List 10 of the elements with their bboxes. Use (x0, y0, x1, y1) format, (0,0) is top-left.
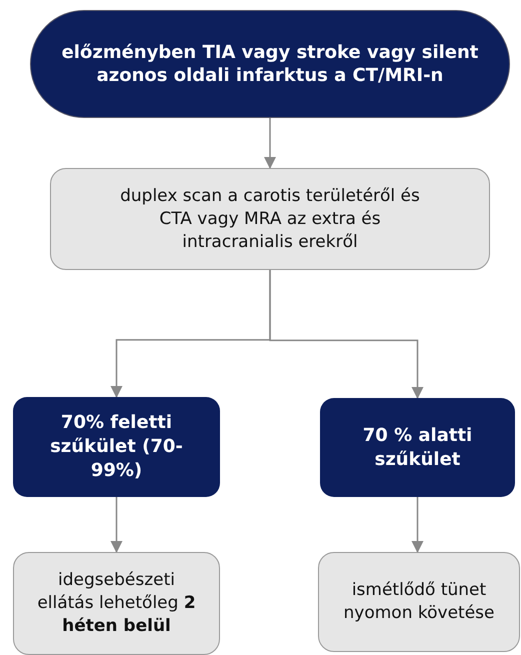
start-terminal: előzményben TIA vagy stroke vagy silent azonos oldali infarktus a CT/MRI-n (30, 10, 510, 118)
process-box: ismétlődő tünet nyomon követése (318, 552, 520, 652)
process-box: duplex scan a carotis területéről és CTA vagy MRA az extra és intracranialis erekről (50, 168, 490, 270)
arrow (269, 270, 424, 399)
arrow (412, 497, 424, 553)
arrow (264, 118, 276, 169)
arrow (110, 497, 122, 553)
result-box: 70 % alatti szűkület (320, 398, 515, 497)
process-box: idegsebészeti ellátás lehetőleg 2 héten belül (13, 552, 220, 655)
result-box: 70% feletti szűkület (70-99%) (13, 397, 220, 497)
